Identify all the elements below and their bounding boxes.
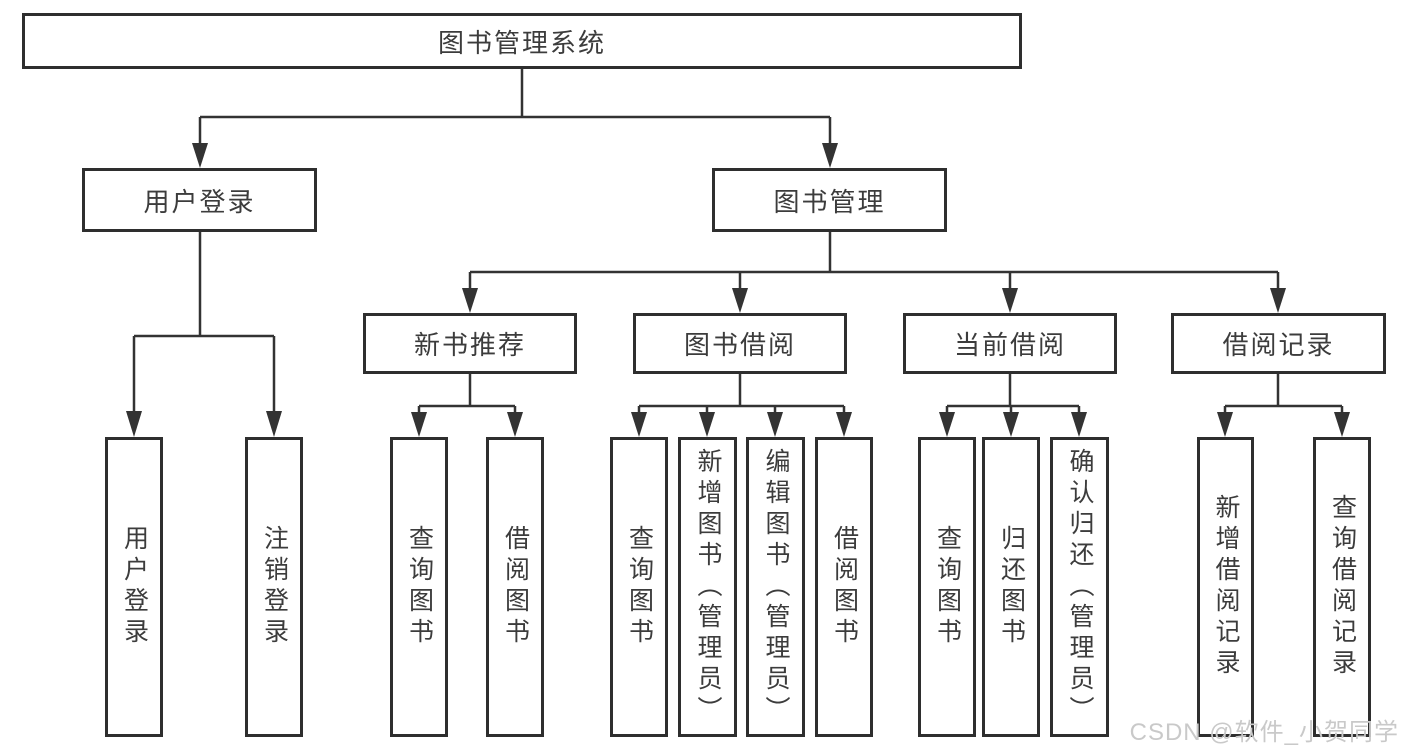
leaf-query-books-borrowing-label: 查询图书	[625, 525, 654, 649]
leaf-query-books-current: 查询图书	[918, 437, 976, 737]
leaf-query-books-recommend: 查询图书	[390, 437, 448, 737]
leaf-borrow-books-borrowing-label: 借阅图书	[830, 525, 859, 649]
leaf-borrow-books-borrowing: 借阅图书	[815, 437, 873, 737]
node-borrowing-records: 借阅记录	[1171, 313, 1386, 374]
leaf-query-books-current-label: 查询图书	[933, 525, 962, 649]
leaf-confirm-return-admin-label: 确认归还（管理员）	[1066, 447, 1094, 727]
leaf-add-borrow-record: 新增借阅记录	[1197, 437, 1254, 737]
leaf-user-login-label: 用户登录	[120, 525, 149, 649]
leaf-confirm-return-admin: 确认归还（管理员）	[1050, 437, 1109, 737]
watermark-text: CSDN @软件_小贺同学	[1129, 719, 1399, 746]
node-new-book-recommendation: 新书推荐	[363, 313, 577, 374]
leaf-edit-books-admin: 编辑图书（管理员）	[746, 437, 805, 737]
arrowheads	[126, 143, 1350, 437]
leaf-borrow-books-recommend-label: 借阅图书	[501, 525, 530, 649]
leaf-logout-login: 注销登录	[245, 437, 303, 737]
leaf-add-books-admin-label: 新增图书（管理员）	[694, 447, 722, 727]
node-book-management: 图书管理	[712, 168, 947, 232]
leaf-add-borrow-record-label: 新增借阅记录	[1212, 494, 1240, 680]
leaf-query-borrow-record-label: 查询借阅记录	[1328, 494, 1357, 680]
leaf-return-books: 归还图书	[982, 437, 1040, 737]
node-current-borrowing: 当前借阅	[903, 313, 1117, 374]
leaf-return-books-label: 归还图书	[997, 525, 1026, 649]
leaf-query-books-recommend-label: 查询图书	[405, 525, 434, 649]
node-book-borrowing: 图书借阅	[633, 313, 847, 374]
leaf-logout-login-label: 注销登录	[260, 525, 289, 649]
leaf-add-books-admin: 新增图书（管理员）	[678, 437, 737, 737]
leaf-query-books-borrowing: 查询图书	[610, 437, 668, 737]
leaf-query-borrow-record: 查询借阅记录	[1313, 437, 1371, 737]
leaf-edit-books-admin-label: 编辑图书（管理员）	[762, 447, 790, 727]
leaf-user-login: 用户登录	[105, 437, 163, 737]
leaf-borrow-books-recommend: 借阅图书	[486, 437, 544, 737]
node-library-management-system: 图书管理系统	[22, 13, 1022, 69]
node-user-login: 用户登录	[82, 168, 317, 232]
